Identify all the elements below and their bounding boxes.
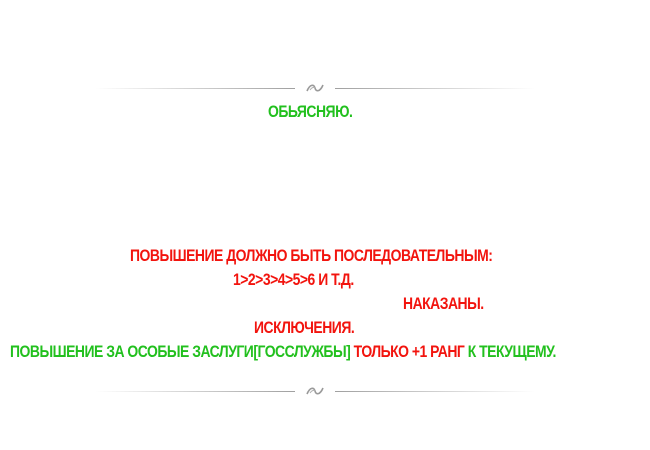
special-promotion-text: ПОВЫШЕНИЕ ЗА ОСОБЫЕ ЗАСЛУГИ[ГОССЛУЖБЫ] — [10, 342, 351, 361]
bottom-divider-line-right — [335, 391, 535, 392]
special-limit-text: ТОЛЬКО +1 РАНГ — [353, 342, 465, 361]
exceptions-text: ИСКЛЮЧЕНИЯ. — [254, 318, 355, 337]
top-divider-line-left — [95, 88, 295, 89]
sequence-text: 1>2>3>4>5>6 И Т.Д. — [233, 270, 354, 289]
top-divider — [95, 82, 535, 94]
special-current-text: К ТЕКУЩЕМУ. — [467, 342, 557, 361]
top-divider-line-right — [335, 88, 535, 89]
flourish-icon — [306, 84, 324, 92]
special-promotion-line: ПОВЫШЕНИЕ ЗА ОСОБЫЕ ЗАСЛУГИ[ГОССЛУЖБЫ] Т… — [10, 342, 556, 362]
punished-text: НАКАЗАНЫ. — [403, 294, 484, 313]
heading-text: ОБЬЯСНЯЮ. — [268, 102, 353, 121]
flourish-icon — [306, 387, 324, 395]
bottom-divider — [95, 385, 535, 397]
rule-line-text: ПОВЫШЕНИЕ ДОЛЖНО БЫТЬ ПОСЛЕДОВАТЕЛЬНЫМ: — [130, 246, 493, 265]
bottom-divider-line-left — [95, 391, 295, 392]
